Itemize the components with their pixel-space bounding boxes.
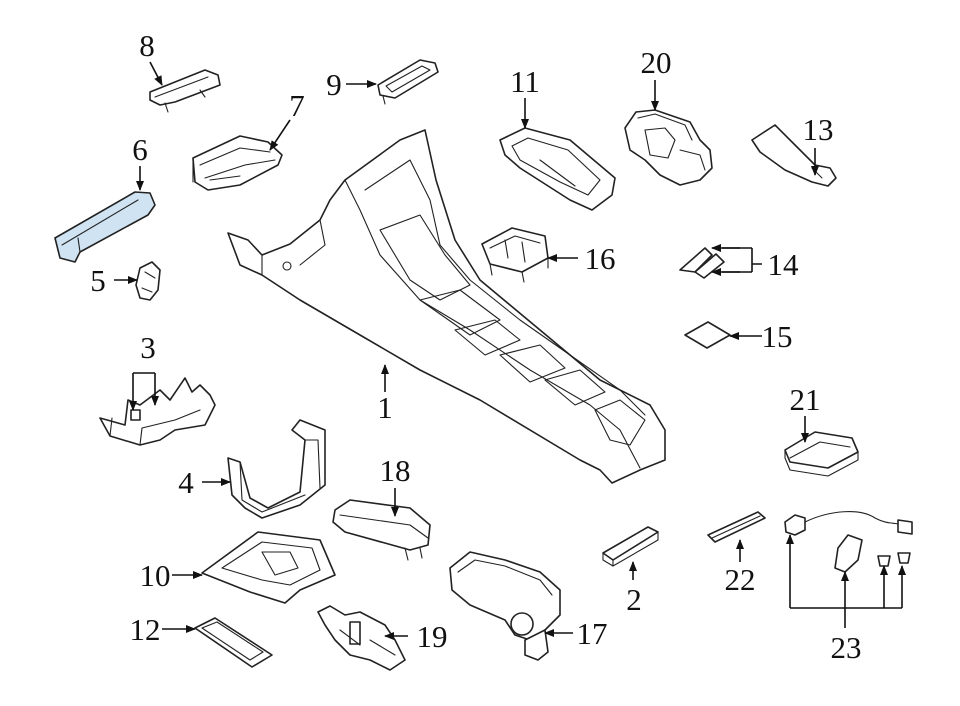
callout-8: 8	[139, 28, 155, 63]
part-22-trim-strip	[707, 511, 766, 543]
callout-6: 6	[132, 132, 148, 167]
part-17-armrest-base	[449, 551, 561, 661]
part-15-pad	[684, 321, 731, 349]
callout-13: 13	[803, 112, 834, 147]
callout-10: 10	[140, 558, 171, 593]
callout-5: 5	[90, 263, 106, 298]
callout-9: 9	[326, 67, 342, 102]
part-14-clips	[679, 247, 725, 279]
part-19-mount	[317, 605, 406, 671]
part-11-tray	[499, 127, 616, 211]
part-21-storage-box	[784, 431, 859, 477]
part-7-switch-panel	[192, 135, 283, 191]
part-20-cup-holder	[624, 109, 713, 186]
callout-16: 16	[585, 241, 616, 276]
part-3-bracket	[99, 377, 216, 446]
part-23-harness-kit	[784, 511, 913, 573]
part-16-switch	[481, 227, 549, 283]
part-2-trim-strip	[602, 526, 659, 567]
callout-21: 21	[790, 382, 821, 417]
leader-lines	[114, 61, 906, 640]
callout-7: 7	[289, 88, 305, 123]
callout-20: 20	[641, 45, 672, 80]
callout-14: 14	[768, 247, 800, 282]
part-10-shift-plate	[201, 531, 336, 604]
part-4-bracket	[227, 419, 326, 519]
callout-2: 2	[626, 582, 642, 617]
callout-labels: 1 2 3 4 5 6 7 8 9 10 11 12 13 14 15 16 1…	[90, 28, 861, 665]
callout-15: 15	[762, 319, 793, 354]
part-1-center-console	[227, 129, 666, 484]
callout-12: 12	[130, 612, 161, 647]
part-8-lid	[149, 69, 221, 113]
callout-11: 11	[510, 64, 540, 99]
callout-18: 18	[380, 453, 411, 488]
callout-1: 1	[377, 390, 393, 425]
part-5-clip	[135, 261, 161, 301]
callout-17: 17	[577, 616, 608, 651]
callout-23: 23	[831, 630, 862, 665]
part-6-trim-panel	[54, 191, 156, 263]
callout-19: 19	[417, 619, 448, 654]
callout-22: 22	[725, 562, 756, 597]
part-12-mat	[194, 617, 273, 668]
part-9-bezel	[377, 59, 439, 105]
callout-4: 4	[178, 465, 194, 500]
part-18-armrest-lid	[332, 499, 431, 561]
callout-3: 3	[140, 330, 156, 365]
